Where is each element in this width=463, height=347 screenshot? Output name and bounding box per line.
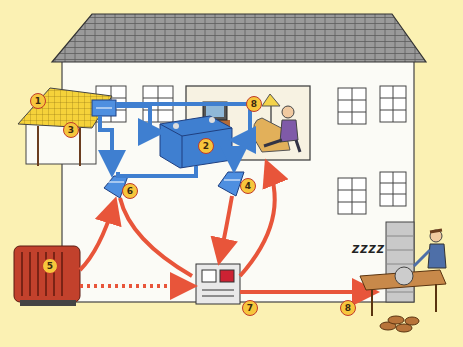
callout-number: 4 [240,178,256,194]
callout-number: 3 [63,122,79,138]
callout-number: 2 [198,138,214,154]
callout-number: 8 [340,300,356,316]
callout-number: 7 [242,300,258,316]
sound-text: ZZZZ [352,244,385,255]
callout-number: 8 [246,96,262,112]
callout-number: 6 [122,183,138,199]
callout-number: 1 [30,93,46,109]
callout-number: 5 [42,258,58,274]
